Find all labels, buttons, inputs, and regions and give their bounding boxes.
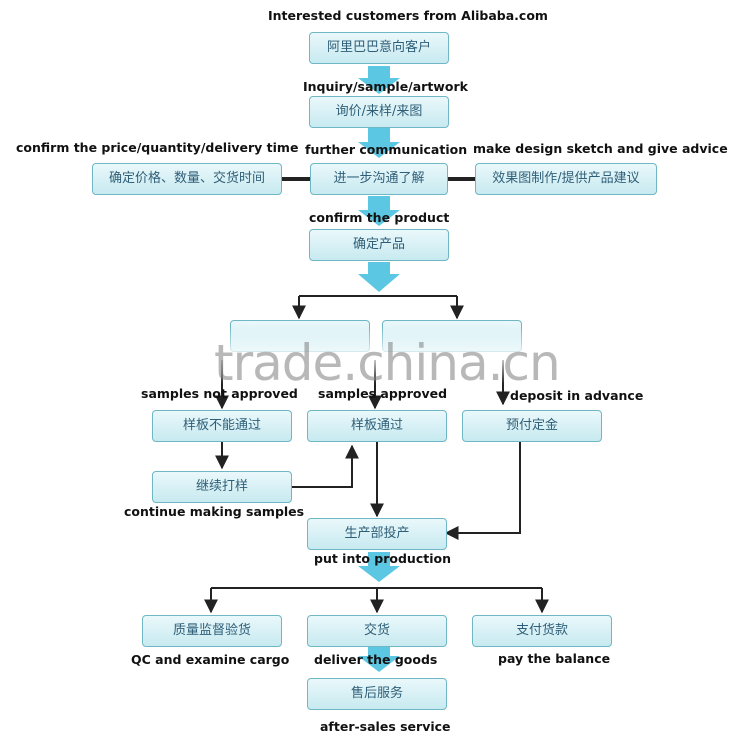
label-deliver: deliver the goods xyxy=(314,652,438,667)
label-confirm-product: confirm the product xyxy=(309,210,450,225)
big-arrow-2 xyxy=(358,128,400,158)
node-not-approved: 样板不能通过 xyxy=(152,410,292,442)
node-deposit: 预付定金 xyxy=(462,410,602,442)
label-deposit: deposit in advance xyxy=(510,388,644,403)
node-customer: 阿里巴巴意向客户 xyxy=(309,32,449,64)
label-continue: continue making samples xyxy=(124,504,305,519)
label-interested: Interested customers from Alibaba.com xyxy=(268,8,548,23)
watermark-band xyxy=(20,328,730,384)
node-continue-samples: 继续打样 xyxy=(152,471,292,503)
node-approved: 样板通过 xyxy=(307,410,447,442)
node-communicate: 进一步沟通了解 xyxy=(310,163,448,195)
label-approved: samples approved xyxy=(318,386,448,401)
label-confirm-price: confirm the price/quantity/delivery time xyxy=(16,140,299,155)
node-payment: 支付货款 xyxy=(472,615,612,647)
node-inquiry: 询价/来样/来图 xyxy=(309,96,449,128)
watermark: trade.china.cn xyxy=(214,334,561,392)
node-delivery: 交货 xyxy=(307,615,447,647)
label-further: further communication xyxy=(305,142,468,157)
node-confirm-product: 确定产品 xyxy=(309,229,449,261)
arrow-continue-loop xyxy=(292,444,359,488)
label-not-approved: samples not approved xyxy=(141,386,298,401)
arrow-deposit-to-production xyxy=(444,442,521,540)
label-production: put into production xyxy=(314,551,451,566)
label-pay: pay the balance xyxy=(498,651,611,666)
big-arrow-6 xyxy=(358,642,400,672)
big-arrow-4 xyxy=(358,262,400,292)
node-after-sales: 售后服务 xyxy=(307,678,447,710)
label-design: make design sketch and give advice xyxy=(473,141,728,156)
big-arrow-1 xyxy=(358,66,400,94)
node-design: 效果图制作/提供产品建议 xyxy=(475,163,657,195)
node-production: 生产部投产 xyxy=(307,518,447,550)
node-qc: 质量监督验货 xyxy=(142,615,282,647)
node-confirm-price: 确定价格、数量、交货时间 xyxy=(92,163,282,195)
big-arrow-5 xyxy=(358,552,400,582)
label-after-sales: after-sales service xyxy=(320,719,451,734)
label-qc: QC and examine cargo xyxy=(131,652,290,667)
label-inquiry: Inquiry/sample/artwork xyxy=(303,79,468,94)
big-arrow-3 xyxy=(358,196,400,226)
